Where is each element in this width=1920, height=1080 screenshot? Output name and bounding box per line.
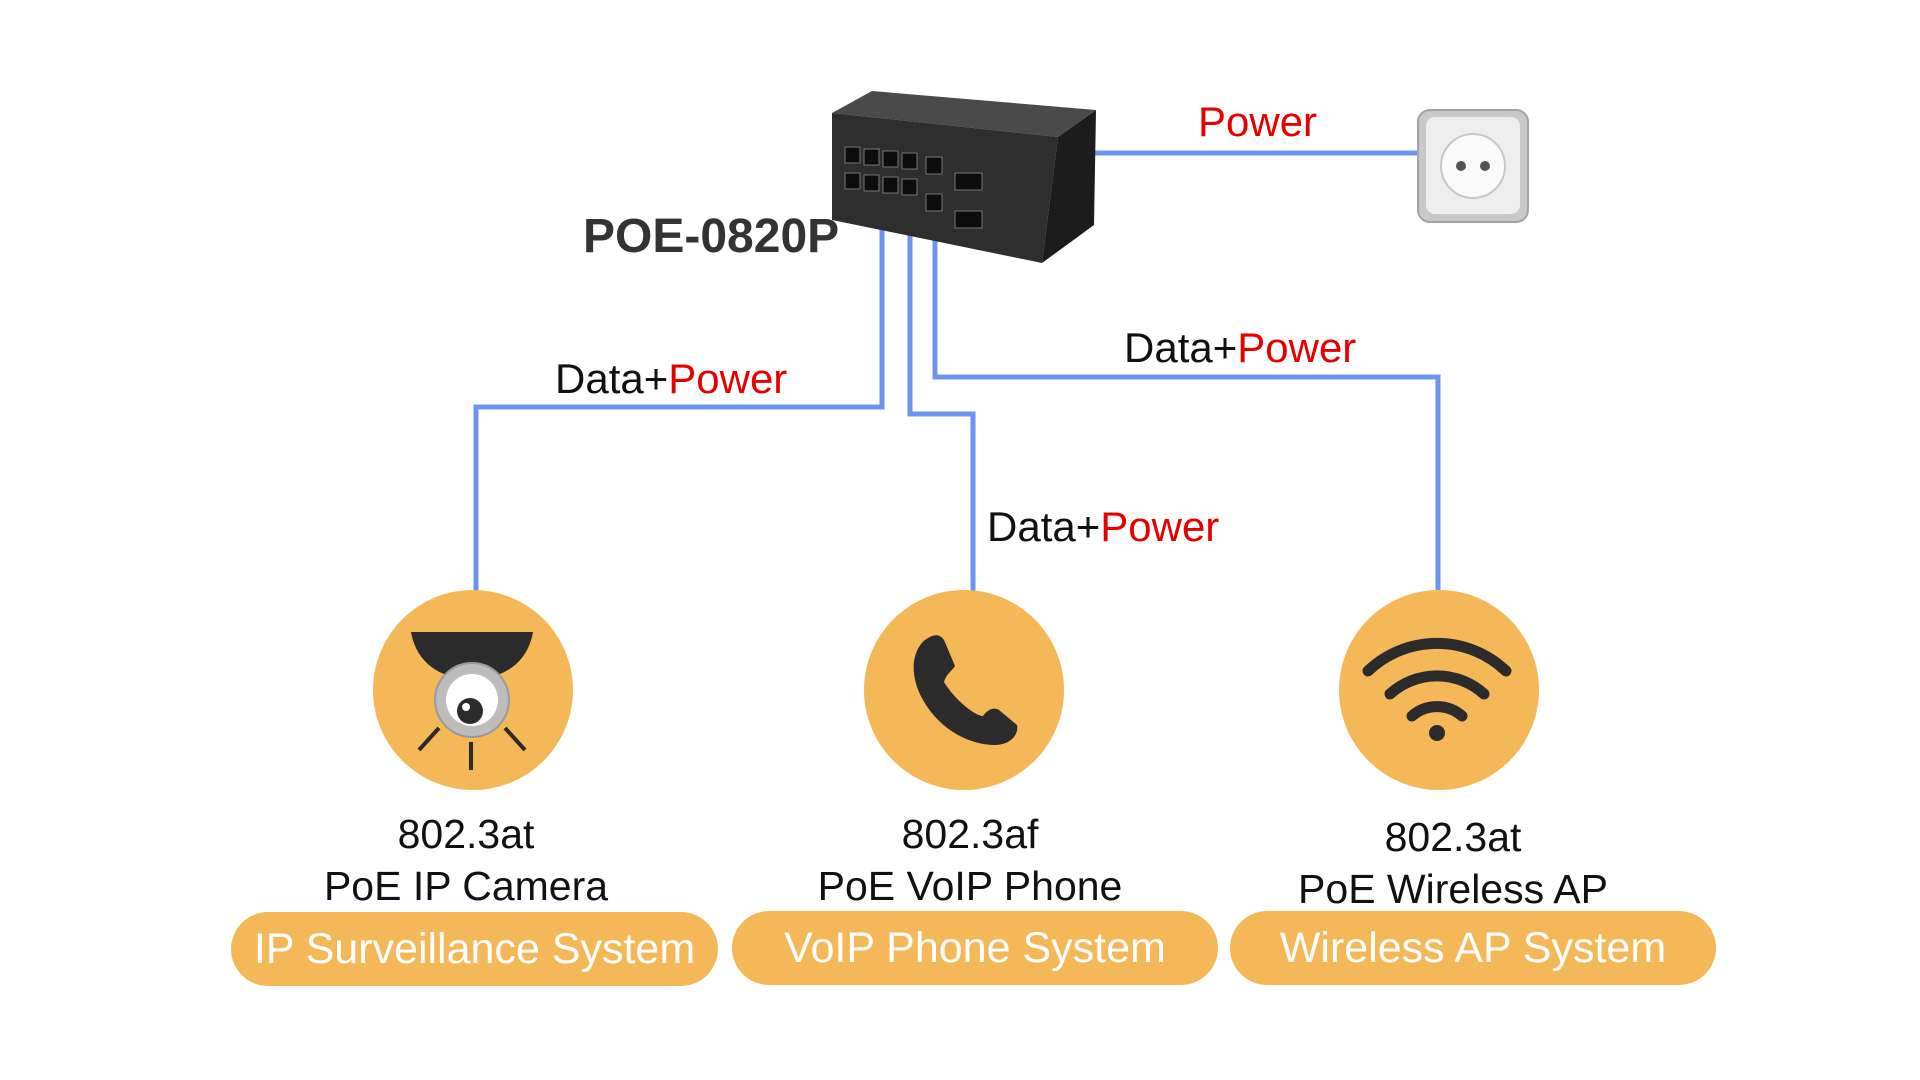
mains-power-label: Power: [1198, 98, 1318, 145]
wall-socket: [1417, 109, 1529, 223]
phone-standard: 802.3af: [901, 811, 1039, 857]
ap-link-label: Data+Power: [1124, 324, 1356, 372]
wifi-icon: [1362, 637, 1512, 741]
ap-standard: 802.3at: [1384, 814, 1522, 860]
ap-link-power-text: Power: [1237, 324, 1357, 371]
phone-circle: [864, 590, 1064, 790]
phone-link-data-text: Data+: [987, 503, 1101, 550]
phone-cable: [907, 212, 976, 596]
switch-ports: [844, 146, 983, 229]
dome-camera-icon: [411, 632, 533, 770]
phone-device-name: PoE VoIP Phone: [817, 863, 1123, 909]
camera-link-label: Data+Power: [555, 355, 787, 403]
switch-model-label: POE-0820P: [583, 210, 840, 263]
phone-device-label: 802.3af PoE VoIP Phone: [760, 808, 1180, 912]
camera-device-label: 802.3at PoE IP Camera: [256, 808, 676, 912]
camera-standard: 802.3at: [397, 811, 535, 857]
ap-device-label: 802.3at PoE Wireless AP: [1243, 811, 1663, 915]
phone-link-power-text: Power: [1100, 503, 1220, 550]
camera-cable: [473, 212, 885, 596]
ip-surveillance-system-badge: IP Surveillance System: [231, 912, 718, 986]
ap-cable: [932, 212, 1441, 596]
switch-top: [832, 91, 1096, 137]
ap-device-name: PoE Wireless AP: [1298, 866, 1608, 912]
switch-side: [1042, 110, 1096, 263]
ap-circle: [1339, 590, 1539, 790]
phone-link-label: Data+Power: [987, 503, 1219, 551]
cables: [473, 150, 1441, 596]
camera-link-data-text: Data+: [555, 355, 669, 402]
phone-icon: [913, 635, 1018, 745]
poe-switch: [832, 91, 1096, 263]
voip-phone-system-badge: VoIP Phone System: [732, 911, 1218, 985]
camera-link-power-text: Power: [668, 355, 788, 402]
camera-device-name: PoE IP Camera: [323, 863, 609, 909]
wireless-ap-system-badge: Wireless AP System: [1230, 911, 1716, 985]
ap-link-data-text: Data+: [1124, 324, 1238, 371]
